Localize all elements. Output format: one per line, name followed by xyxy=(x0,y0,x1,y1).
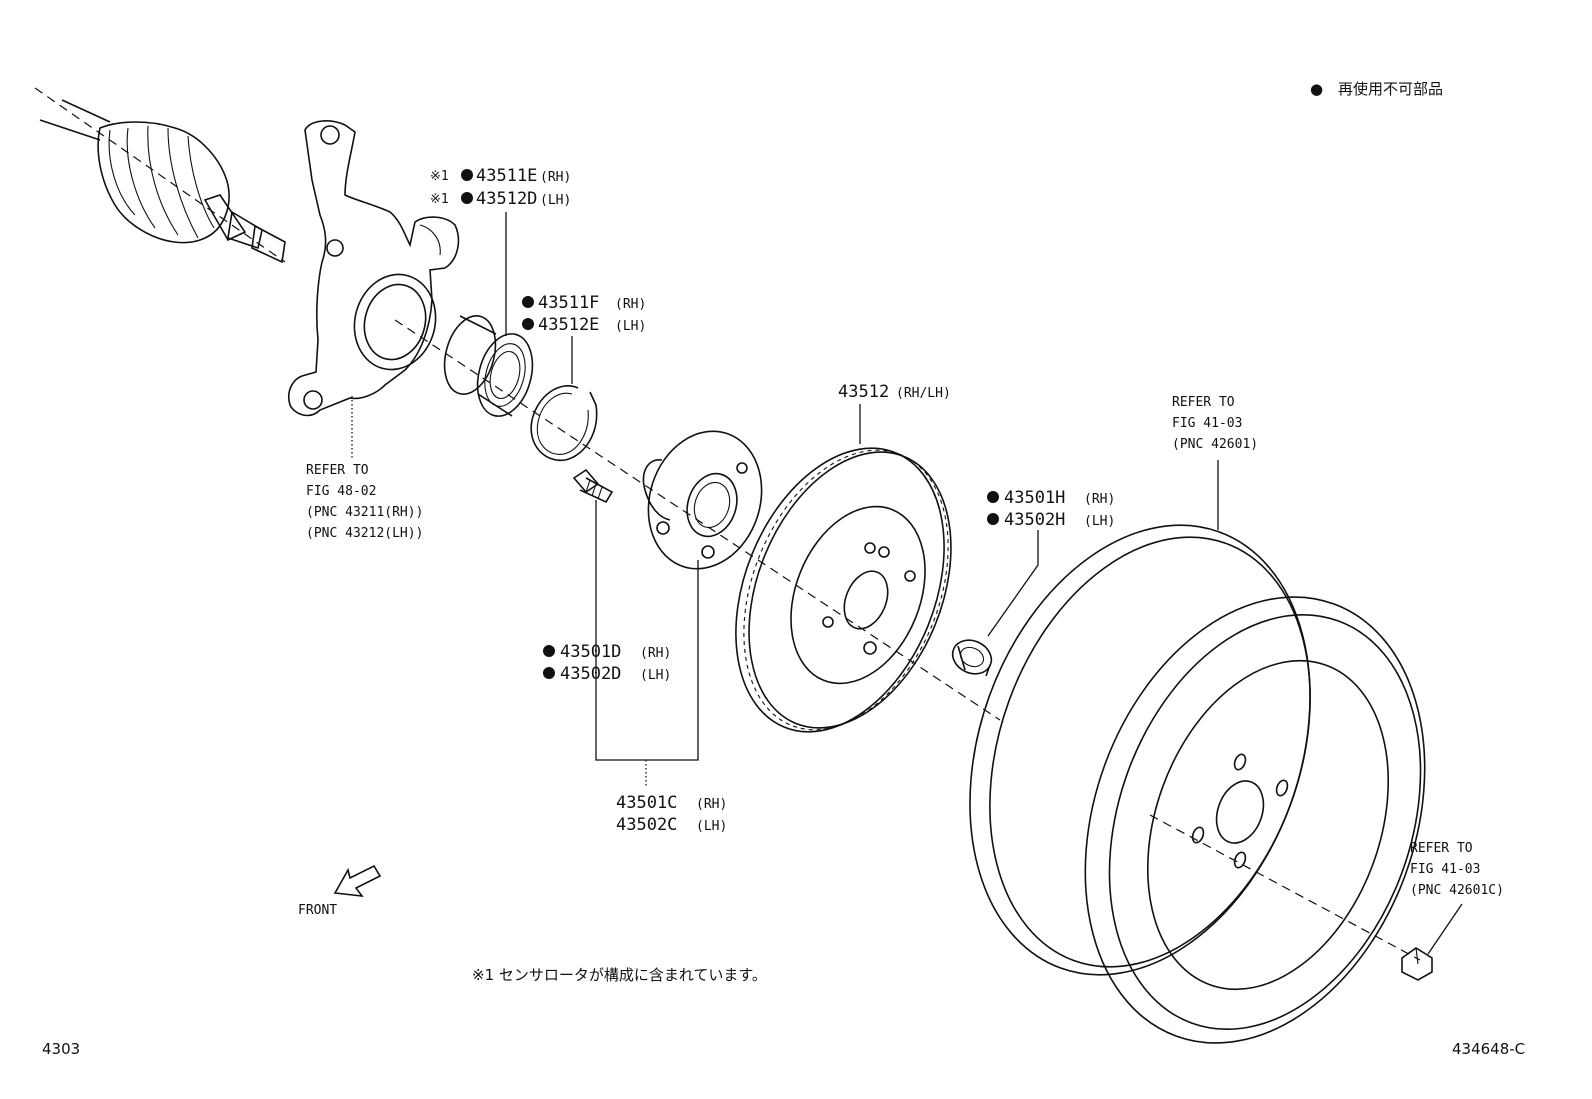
legend-symbol: ● xyxy=(1310,80,1323,98)
ref-line-1: REFER TO xyxy=(1410,841,1473,856)
label-knuckle-ref: REFER TO FIG 48-02 (PNC 43211(RH)) (PNC … xyxy=(306,463,423,541)
hub-bolt-illustration xyxy=(572,468,614,504)
side-rh: (RH) xyxy=(615,297,646,312)
leader-hub-assy xyxy=(595,500,699,761)
label-hub-bolt: 43501D (RH) 43502D (LH) xyxy=(543,642,671,684)
part-number-43501C: 43501C xyxy=(616,793,677,813)
axis-line-wheel xyxy=(1149,814,1421,961)
side-rh: (RH) xyxy=(1084,492,1115,507)
hub-nut-illustration xyxy=(951,639,993,677)
part-number-43501D: 43501D xyxy=(560,642,621,662)
label-disc: 43512 (RH/LH) xyxy=(838,382,951,402)
side-lh: (LH) xyxy=(540,193,571,208)
label-snap-ring: 43511F (RH) 43512E (LH) xyxy=(522,293,646,335)
side-lh: (LH) xyxy=(640,668,671,683)
ref-line-4: (PNC 43212(LH)) xyxy=(306,526,423,541)
note-marker: ※1 xyxy=(430,169,449,184)
figure-number: 4303 xyxy=(42,1040,80,1058)
part-number-43501H: 43501H xyxy=(1004,488,1065,508)
side-lh: (LH) xyxy=(696,819,727,834)
brake-disc-illustration xyxy=(735,447,952,733)
leader-hub-nut xyxy=(987,530,1039,637)
ref-line-1: REFER TO xyxy=(1172,395,1235,410)
part-number-43511F: 43511F xyxy=(538,293,599,313)
ref-line-2: FIG 41-03 xyxy=(1172,416,1242,431)
part-number-43502D: 43502D xyxy=(560,664,621,684)
side-rh-lh: (RH/LH) xyxy=(896,386,951,401)
part-number-43512E: 43512E xyxy=(538,315,599,335)
footnote: ※1 センサロータが構成に含まれています。 xyxy=(472,966,767,984)
part-number-43511E: 43511E xyxy=(476,166,537,186)
part-number-43512: 43512 xyxy=(838,382,889,402)
part-number-43512D: 43512D xyxy=(476,189,537,209)
side-lh: (LH) xyxy=(1084,514,1115,529)
illustration-code: 434648-C xyxy=(1452,1040,1525,1058)
ref-line-2: FIG 48-02 xyxy=(306,484,376,499)
note-marker: ※1 xyxy=(430,192,449,207)
ref-line-3: (PNC 43211(RH)) xyxy=(306,505,423,520)
legend-text: 再使用不可部品 xyxy=(1338,80,1443,98)
ref-line-3: (PNC 42601) xyxy=(1172,437,1258,452)
axle-hub-illustration xyxy=(642,430,763,570)
snap-ring-illustration xyxy=(530,385,598,462)
label-bearing: ※1 43511E (RH) ※1 43512D (LH) xyxy=(430,166,571,209)
side-rh: (RH) xyxy=(640,646,671,661)
hub-bearing-illustration xyxy=(443,315,534,417)
label-hub-nut: 43501H (RH) 43502H (LH) xyxy=(987,488,1115,530)
ref-line-1: REFER TO xyxy=(306,463,369,478)
side-rh: (RH) xyxy=(540,170,571,185)
axis-line-driveshaft xyxy=(34,87,286,263)
wheel-nut-illustration xyxy=(1401,947,1433,981)
wheel-illustration xyxy=(969,524,1426,1044)
label-wheel-ref: REFER TO FIG 41-03 (PNC 42601) xyxy=(1172,395,1258,452)
side-rh: (RH) xyxy=(696,797,727,812)
drive-shaft-illustration xyxy=(39,99,286,264)
ref-line-2: FIG 41-03 xyxy=(1410,862,1480,877)
label-hub-assy: 43501C (RH) 43502C (LH) xyxy=(616,793,727,835)
side-lh: (LH) xyxy=(615,319,646,334)
front-arrow-icon xyxy=(333,864,382,897)
front-label: FRONT xyxy=(298,903,337,918)
label-wheel-nut-ref: REFER TO FIG 41-03 (PNC 42601C) xyxy=(1410,841,1504,898)
leader-wheel-nut xyxy=(1427,903,1463,955)
part-number-43502H: 43502H xyxy=(1004,510,1065,530)
ref-line-3: (PNC 42601C) xyxy=(1410,883,1504,898)
steering-knuckle-illustration xyxy=(287,120,460,417)
part-number-43502C: 43502C xyxy=(616,815,677,835)
